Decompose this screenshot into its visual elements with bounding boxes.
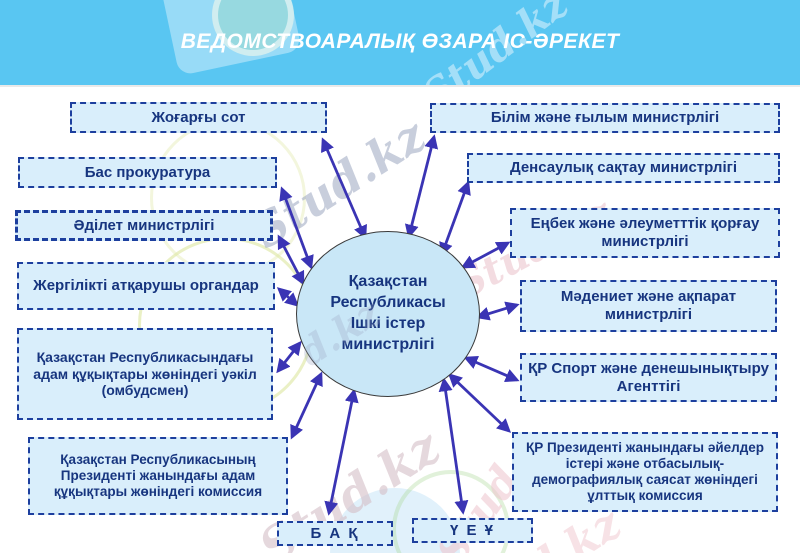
arrow-center-supreme-court (321, 137, 367, 240)
arrow-center-sport-agency (463, 356, 520, 382)
node-label: Ү Е Ұ (449, 521, 496, 539)
node-education-science-ministry: Білім және ғылым министрлігі (430, 103, 780, 133)
node-label: Қазақстан Республикасы Ішкі істер минист… (330, 273, 446, 353)
arrow-center-labor (460, 241, 511, 269)
node-label: ҚР Спорт және денешынықтыру Агенттігі (528, 359, 769, 395)
arrow-center-hr-commission (290, 371, 323, 440)
node-label: Еңбек және әлеуметттік қорғау министрліг… (530, 215, 760, 250)
node-baq-media: Б А Қ (277, 521, 393, 546)
node-label: Білім және ғылым министрлігі (490, 109, 720, 127)
arrow-center-justice (277, 234, 305, 286)
node-label: Б А Қ (310, 524, 360, 542)
arrow-center-baq (324, 388, 359, 516)
node-label: Жергілікті атқарушы органдар (33, 277, 259, 295)
node-label: Жоғарғы сот (151, 108, 246, 126)
node-label: ҚР Президенті жанындағы әйелдер істері ж… (525, 440, 765, 503)
arrow-center-ombudsman (276, 340, 302, 374)
node-health-ministry: Денсаулық сақтау министрлігі (467, 153, 780, 183)
node-ueu: Ү Е Ұ (412, 518, 533, 543)
node-interior-ministry-center: Қазақстан Республикасы Ішкі істер минист… (296, 231, 480, 397)
node-supreme-court: Жоғарғы сот (70, 102, 327, 133)
node-presidential-hr-commission: Қазақстан Республикасының Президенті жан… (28, 437, 288, 515)
title-banner: Stud.kz - Stud ВЕДОМСТВОАРАЛЫҚ ӨЗАРА ІС-… (0, 0, 800, 87)
node-label: Қазақстан Республикасының Президенті жан… (53, 452, 263, 499)
node-labor-social-protection-ministry: Еңбек және әлеуметттік қорғау министрліг… (510, 208, 780, 258)
arrow-center-local-executive (276, 287, 300, 307)
node-label: Қазақстан Республикасындағы адам құқықта… (33, 349, 257, 399)
node-sport-agency: ҚР Спорт және денешынықтыру Агенттігі (520, 353, 777, 402)
arrow-center-prosecutor (279, 186, 314, 270)
arrow-center-culture (475, 301, 520, 321)
page-title: ВЕДОМСТВОАРАЛЫҚ ӨЗАРА ІС-ӘРЕКЕТ (180, 30, 620, 53)
node-general-prosecutor: Бас прокуратура (18, 157, 277, 188)
node-label: Бас прокуратура (84, 163, 211, 181)
arrow-center-ueu (438, 377, 469, 515)
node-justice-ministry: Әділет министрлігі (15, 210, 273, 241)
node-culture-information-ministry: Мәдениет және ақпарат министрлігі (520, 280, 777, 332)
node-label: Денсаулық сақтау министрлігі (509, 159, 738, 177)
node-local-executive-bodies: Жергілікті атқарушы органдар (17, 262, 275, 310)
arrow-center-education (404, 134, 439, 239)
arrow-center-health (439, 180, 471, 257)
node-national-women-commission: ҚР Президенті жанындағы әйелдер істері ж… (512, 432, 778, 512)
node-label: Мәдениет және ақпарат министрлігі (560, 288, 737, 323)
node-ombudsman: Қазақстан Республикасындағы адам құқықта… (17, 328, 273, 420)
arrow-center-national-commission (447, 373, 512, 433)
node-label: Әділет министрлігі (73, 216, 215, 234)
